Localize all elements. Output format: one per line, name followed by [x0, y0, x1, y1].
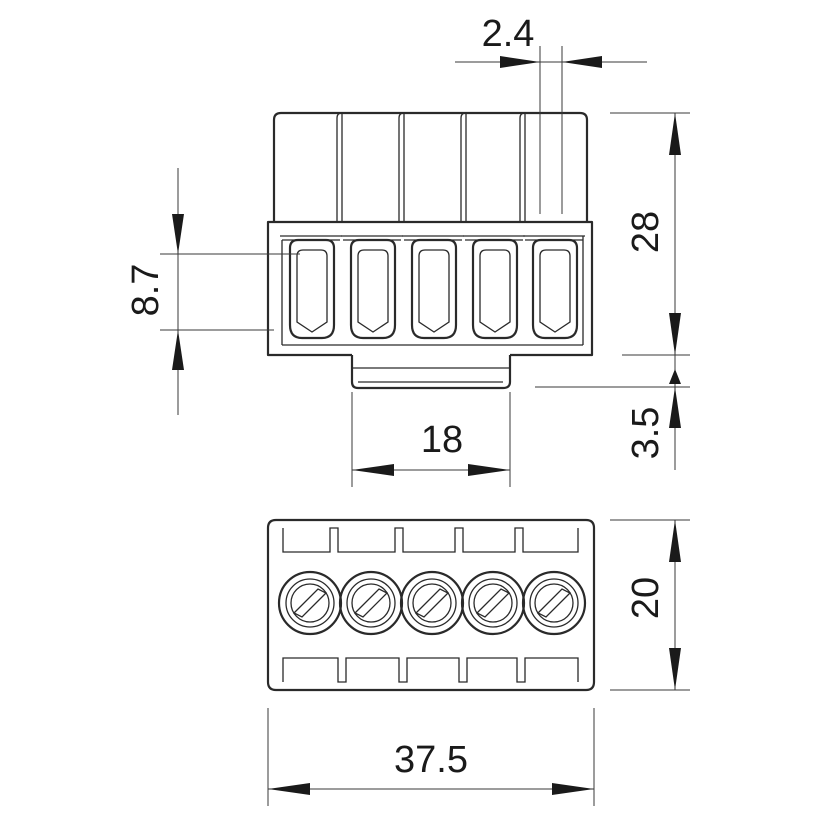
dimension-label-housing-height: 28	[625, 211, 667, 253]
lever-clamp-3	[402, 235, 464, 340]
dimension-label-slot-pitch: 2.4	[482, 13, 535, 55]
lever-clamp-2	[341, 235, 403, 340]
screw-head-4	[460, 570, 526, 636]
lever-clamp-4	[463, 235, 525, 340]
screw-head-1	[277, 570, 343, 636]
dimension-label-top-width: 20	[625, 577, 667, 619]
screw-head-5	[521, 570, 587, 636]
lever-clamps	[280, 235, 585, 345]
dimension-label-clamp-height: 8.7	[125, 264, 167, 317]
lower-body	[266, 220, 594, 357]
screw-head-3	[399, 570, 465, 636]
dimension-base-width: 18	[351, 392, 511, 487]
dimension-label-base-height: 3.5	[625, 407, 667, 460]
bottom-stub	[350, 355, 512, 390]
dimension-overall-length: 37.5	[267, 708, 595, 806]
dimension-clamp-height: 8.7	[125, 168, 300, 415]
screw-head-2	[338, 570, 404, 636]
top-rib-upper	[282, 527, 579, 553]
upper-housing	[272, 111, 589, 222]
top-view-outline	[266, 518, 596, 692]
lever-clamp-1	[280, 235, 342, 345]
dimension-housing-height: 28	[610, 112, 690, 356]
front-view	[266, 111, 594, 390]
dimension-label-overall-length: 37.5	[394, 739, 468, 781]
screw-heads	[277, 570, 587, 636]
lever-clamp-5	[523, 235, 585, 345]
housing-slot-dividers	[336, 112, 526, 222]
dimension-top-width: 20	[610, 519, 690, 691]
top-rib-lower	[282, 657, 579, 683]
dimension-label-base-width: 18	[421, 419, 463, 461]
dimension-slot-pitch: 2.4	[455, 13, 647, 214]
dimension-base-height: 3.5	[535, 355, 690, 470]
top-view	[266, 518, 596, 692]
